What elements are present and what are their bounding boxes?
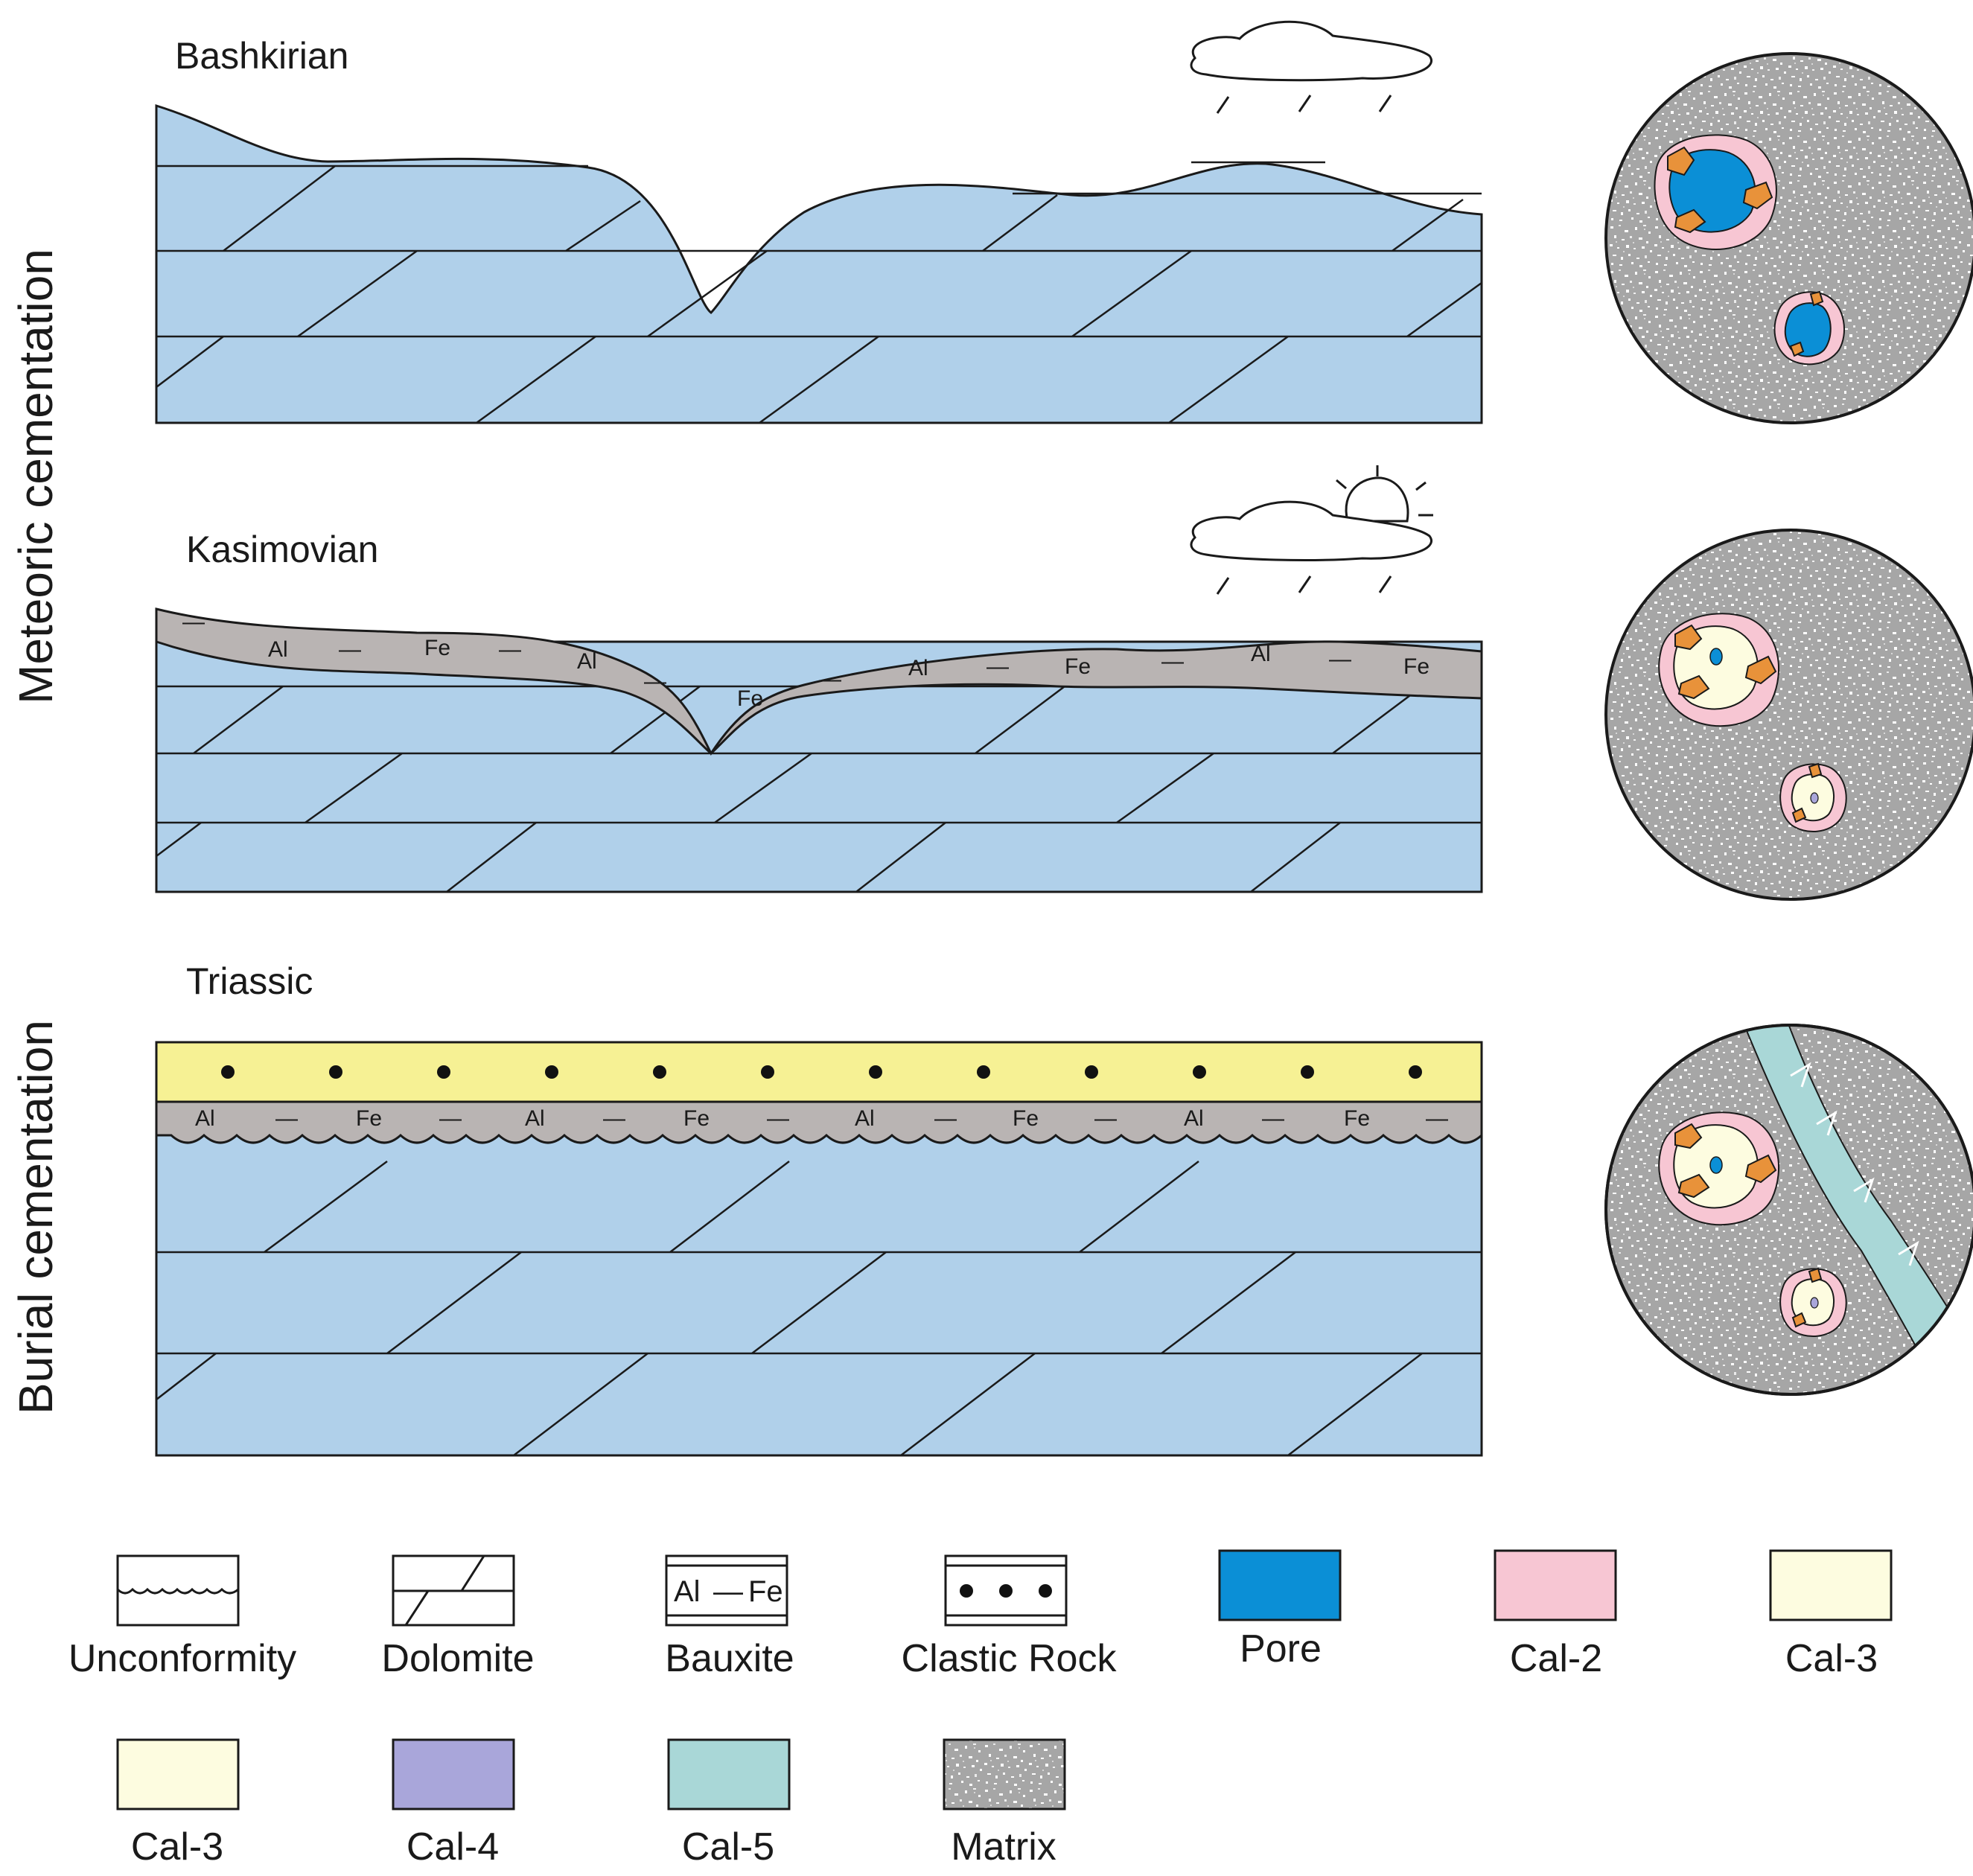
legend-pore-swatch: [1218, 1549, 1342, 1621]
svg-text:Fe: Fe: [737, 686, 763, 711]
legend-unconformity: [116, 1554, 240, 1627]
kasimovian-title: Kasimovian: [186, 529, 378, 570]
dolomite-body: [155, 103, 1483, 424]
svg-text:Al: Al: [268, 637, 288, 662]
svg-text:—: —: [986, 654, 1009, 679]
svg-text:Al: Al: [195, 1106, 215, 1131]
meteoric-cementation-label: Meteoric cementation: [9, 249, 63, 704]
svg-text:Al: Al: [674, 1575, 701, 1608]
svg-text:Fe: Fe: [683, 1106, 710, 1131]
svg-text:Fe: Fe: [356, 1106, 382, 1131]
svg-text:—: —: [182, 610, 205, 634]
svg-text:Al: Al: [1184, 1106, 1204, 1131]
legend-cal5-label: Cal-5: [682, 1825, 774, 1869]
legend-cal5-swatch: [667, 1738, 791, 1810]
legend-pore-label: Pore: [1240, 1627, 1322, 1671]
svg-text:—: —: [1426, 1106, 1448, 1131]
svg-text:Al: Al: [577, 649, 597, 674]
cal4-core: [1810, 1297, 1819, 1309]
legend-dolomite: [392, 1554, 515, 1627]
legend-bauxite-label: Bauxite: [665, 1637, 794, 1680]
svg-text:Al: Al: [908, 656, 928, 680]
legend-cal2-swatch: [1494, 1549, 1617, 1621]
svg-text:—: —: [1262, 1106, 1284, 1131]
bauxite-layer: [155, 607, 1483, 756]
svg-text:Fe: Fe: [424, 636, 450, 660]
bauxite-labels: — Al — Fe — Al — Fe — Al — Fe — Al — Fe: [182, 610, 1429, 711]
svg-text:—: —: [644, 669, 666, 694]
legend-cal4-label: Cal-4: [407, 1825, 499, 1869]
svg-text:—: —: [767, 1106, 789, 1131]
svg-text:—: —: [1329, 647, 1351, 671]
legend-cal4-swatch: [392, 1738, 515, 1810]
svg-text:—: —: [275, 1106, 298, 1131]
legend-cal3-swatch: [1769, 1549, 1893, 1621]
kasimovian-panel: Kasimovian — Al — Fe — Al — F: [155, 465, 1483, 893]
legend-clastic-label: Clastic Rock: [902, 1637, 1118, 1680]
legend-dolomite-label: Dolomite: [381, 1637, 534, 1680]
svg-text:Fe: Fe: [1013, 1106, 1039, 1131]
clastic-grains: [221, 1065, 1422, 1079]
legend-unconformity-label: Unconformity: [68, 1637, 296, 1680]
svg-text:Fe: Fe: [1065, 654, 1091, 679]
legend-bauxite: [665, 1554, 788, 1627]
bauxite-labels: Al — Fe — Al — Fe — Al — Fe — Al — Fe —: [195, 1106, 1448, 1131]
rain-cloud-icon: [1190, 20, 1432, 114]
svg-text:Fe: Fe: [1344, 1106, 1370, 1131]
svg-text:Fe: Fe: [1403, 654, 1429, 679]
bashkirian-title: Bashkirian: [175, 35, 348, 77]
legend-clastic-rock: [944, 1554, 1068, 1627]
svg-text:—: —: [499, 637, 521, 662]
svg-text:—: —: [934, 1106, 957, 1131]
bauxite-layer: [155, 1099, 1483, 1144]
thin-section-kasimovian: [1604, 529, 1973, 901]
pore: [1709, 648, 1723, 666]
legend-labels: Al — Fe Unconformity Dolomite Bauxite Cl…: [68, 1575, 1878, 1869]
svg-text:Al: Al: [855, 1106, 875, 1131]
cal4-core: [1810, 792, 1819, 804]
legend-matrix-label: Matrix: [951, 1825, 1056, 1869]
svg-text:Al: Al: [525, 1106, 545, 1131]
thin-section-bashkirian: [1604, 52, 1973, 424]
triassic-panel: Triassic Al — Fe —: [155, 960, 1483, 1457]
legend-cal3-label: Cal-3: [1785, 1637, 1878, 1680]
svg-text:Fe: Fe: [748, 1575, 783, 1608]
legend-cal2-label: Cal-2: [1510, 1637, 1602, 1680]
pore: [1709, 1156, 1723, 1174]
dolomite-body: [155, 1100, 1483, 1457]
svg-text:—: —: [1094, 1106, 1117, 1131]
sun-cloud-rain-icon: [1190, 465, 1433, 595]
svg-text:—: —: [603, 1106, 625, 1131]
triassic-title: Triassic: [186, 960, 313, 1002]
svg-text:—: —: [713, 1575, 743, 1608]
burial-cementation-label: Burial cementation: [9, 1020, 63, 1414]
bashkirian-panel: Bashkirian: [155, 20, 1483, 424]
svg-text:Al: Al: [1251, 642, 1271, 666]
legend: [116, 1549, 1893, 1810]
clastic-rock-layer: [155, 1041, 1483, 1103]
svg-text:—: —: [819, 667, 841, 692]
svg-text:—: —: [439, 1106, 462, 1131]
dolomite-body: [155, 640, 1483, 893]
legend-matrix-swatch: [943, 1738, 1066, 1810]
svg-text:—: —: [1161, 649, 1184, 674]
legend-cal3b-swatch: [116, 1738, 240, 1810]
thin-section-triassic: [1604, 1024, 1973, 1396]
svg-text:—: —: [339, 637, 361, 662]
legend-cal3b-label: Cal-3: [131, 1825, 223, 1869]
